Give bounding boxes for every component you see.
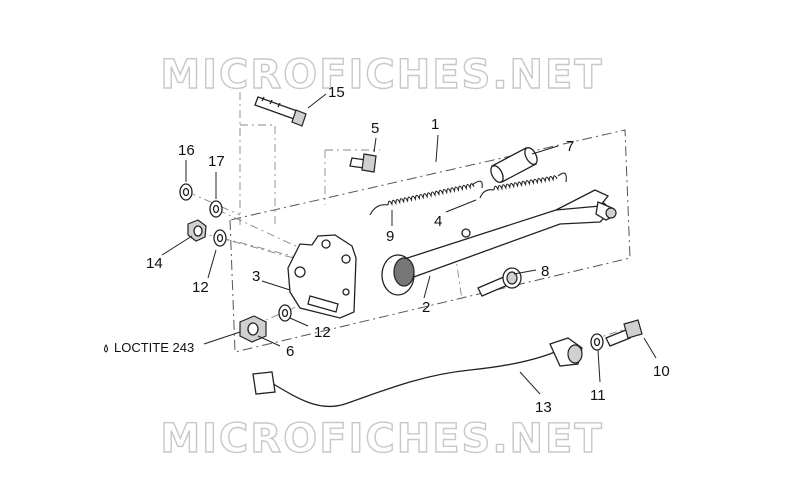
washer-part-16 [179, 183, 193, 201]
bracket-part-3 [287, 234, 357, 319]
callout-8: 8 [541, 263, 549, 280]
spring-part-9 [369, 180, 483, 216]
assembly-panel [229, 129, 631, 353]
nut-part-14 [187, 219, 207, 242]
spring-part-4 [479, 172, 567, 199]
callout-10: 10 [653, 363, 670, 380]
callout-12-upper: 12 [192, 279, 209, 296]
callout-6: 6 [286, 343, 294, 360]
callout-labels: 1 2 3 4 5 6 7 8 9 10 11 12 12 13 14 15 1… [146, 84, 670, 416]
sidestand-part-2 [381, 189, 617, 296]
callout-7: 7 [566, 138, 574, 155]
sleeve-part-7 [490, 147, 538, 183]
washer-part-12-lower [278, 304, 292, 322]
drop-icon [104, 344, 108, 353]
callout-12-lower: 12 [314, 324, 331, 341]
washer-part-17 [209, 200, 223, 218]
callout-14: 14 [146, 255, 163, 272]
callout-5: 5 [371, 120, 379, 137]
cable-part-13 [252, 337, 583, 408]
watermark-bottom: MICROFICHES.NET [160, 416, 603, 462]
callout-2: 2 [422, 299, 430, 316]
loctite-note: LOCTITE 243 [104, 340, 194, 355]
bolt-part-5 [349, 153, 377, 173]
callout-15: 15 [328, 84, 345, 101]
screw-part-10 [605, 319, 643, 347]
bolt-part-15 [254, 96, 307, 127]
callout-4: 4 [434, 213, 442, 230]
callout-1: 1 [431, 116, 439, 133]
callout-16: 16 [178, 142, 195, 159]
washer-part-12-upper [213, 229, 227, 247]
loctite-label: LOCTITE 243 [114, 340, 194, 355]
leader-lines [161, 93, 657, 395]
callout-17: 17 [208, 153, 225, 170]
watermark-top: MICROFICHES.NET [160, 52, 603, 98]
callout-11: 11 [590, 387, 606, 404]
washer-part-11 [590, 333, 604, 351]
callout-13: 13 [535, 399, 552, 416]
nut-part-6 [239, 315, 267, 343]
callout-9: 9 [386, 228, 394, 245]
bolt-part-8 [477, 267, 522, 297]
callout-3: 3 [252, 268, 260, 285]
